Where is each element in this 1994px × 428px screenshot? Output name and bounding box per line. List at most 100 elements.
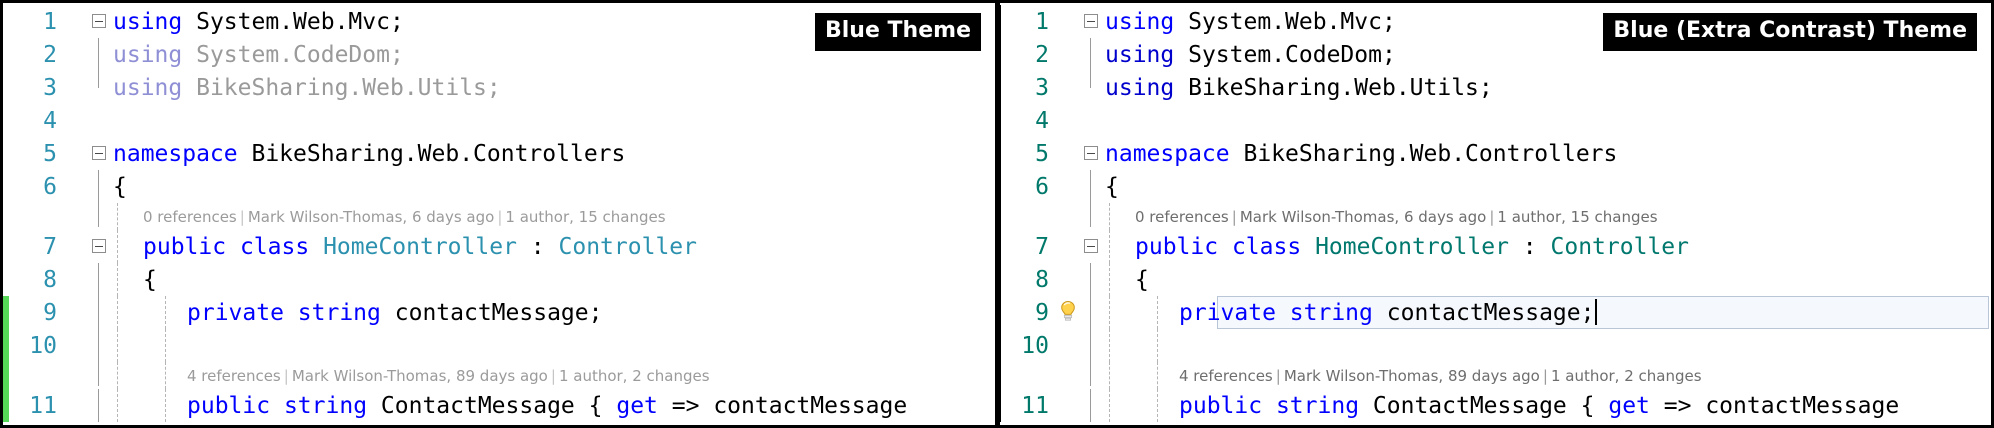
codelens-content[interactable]: 4 references|Mark Wilson-Thomas, 89 days… [113, 362, 995, 389]
glyph-margin[interactable] [63, 38, 89, 71]
code-line-8[interactable]: 8 { [995, 263, 1991, 296]
glyph-margin[interactable] [1055, 71, 1081, 104]
outlining-toggle-namespace[interactable] [1081, 137, 1105, 170]
outlining-toggle-class[interactable] [89, 230, 113, 263]
glyph-margin[interactable] [63, 137, 89, 170]
glyph-margin[interactable] [1055, 5, 1081, 38]
codelens-author[interactable]: Mark Wilson-Thomas, 6 days ago [247, 207, 495, 226]
collapse-box-icon[interactable] [1084, 239, 1098, 253]
outline-vertical-line [1090, 263, 1091, 296]
codelens-references[interactable]: 0 references [1135, 207, 1229, 226]
code-text: using System.Web.Mvc; [1105, 5, 1991, 38]
code-line-2[interactable]: 2 using System.CodeDom; [3, 38, 995, 71]
glyph-margin[interactable] [63, 296, 89, 329]
collapse-box-icon[interactable] [1084, 146, 1098, 160]
outline-vertical-line [1090, 71, 1091, 88]
structure-guide-line [117, 203, 118, 230]
lightbulb-icon[interactable] [1057, 300, 1079, 324]
codelens-row-homecontroller[interactable]: 0 references|Mark Wilson-Thomas, 6 days … [3, 200, 995, 230]
outlining-toggle-usings[interactable] [89, 5, 113, 38]
codelens-row-contactmessage[interactable]: 4 references|Mark Wilson-Thomas, 89 days… [995, 359, 1991, 389]
outlining-toggle-namespace[interactable] [89, 137, 113, 170]
glyph-margin[interactable] [1055, 389, 1081, 422]
token-keyword-private: private [1179, 300, 1276, 326]
code-line-3[interactable]: 3 using BikeSharing.Web.Utils; [995, 71, 1991, 104]
codelens-author[interactable]: Mark Wilson-Thomas, 89 days ago [1283, 366, 1540, 385]
code-line-3[interactable]: 3 using BikeSharing.Web.Utils; [3, 71, 995, 104]
code-line-11[interactable]: 11 public string ContactMessage { get =>… [995, 389, 1991, 422]
glyph-margin[interactable] [63, 170, 89, 203]
codelens-references[interactable]: 0 references [143, 207, 237, 226]
glyph-margin[interactable] [1055, 137, 1081, 170]
glyph-margin[interactable] [1055, 263, 1081, 296]
collapse-box-icon[interactable] [92, 146, 106, 160]
token-colon: : [1522, 233, 1537, 260]
glyph-margin[interactable] [63, 389, 89, 422]
glyph-margin[interactable] [63, 230, 89, 263]
code-line-6[interactable]: 6 { [3, 170, 995, 203]
line-number: 3 [1035, 74, 1049, 101]
code-line-4[interactable]: 4 [995, 104, 1991, 137]
outlining-toggle-usings[interactable] [1081, 5, 1105, 38]
code-line-1[interactable]: 1 using System.Web.Mvc; [3, 5, 995, 38]
code-line-7[interactable]: 7 public class HomeController : Controll… [3, 230, 995, 263]
glyph-margin[interactable] [63, 104, 89, 137]
collapse-box-icon[interactable] [92, 239, 106, 253]
codelens-references[interactable]: 4 references [1179, 366, 1273, 385]
outlining-toggle-class[interactable] [1081, 230, 1105, 263]
code-line-8[interactable]: 8 { [3, 263, 995, 296]
token-keyword-public: public [143, 233, 227, 260]
code-editor-blue[interactable]: 1 using System.Web.Mvc; 2 using System.C… [3, 3, 995, 425]
codelens-content[interactable]: 4 references|Mark Wilson-Thomas, 89 days… [1105, 362, 1991, 389]
codelens-author[interactable]: Mark Wilson-Thomas, 89 days ago [291, 366, 548, 385]
codelens-changes[interactable]: 1 author, 2 changes [1550, 366, 1702, 385]
token-brace: { [588, 392, 603, 419]
glyph-margin[interactable] [1055, 104, 1081, 137]
codelens-separator: | [1275, 366, 1281, 385]
outlining-guide [1081, 104, 1105, 137]
outlining-guide [89, 389, 113, 422]
code-line-4[interactable]: 4 [3, 104, 995, 137]
code-line-11[interactable]: 11 public string ContactMessage { get =>… [3, 389, 995, 422]
code-line-5[interactable]: 5 namespace BikeSharing.Web.Controllers [3, 137, 995, 170]
glyph-margin[interactable] [63, 263, 89, 296]
code-text: private string contactMessage; [113, 296, 995, 329]
line-number: 10 [29, 332, 57, 359]
collapse-box-icon[interactable] [1084, 14, 1098, 28]
glyph-margin[interactable] [1055, 38, 1081, 71]
glyph-margin[interactable] [63, 5, 89, 38]
code-line-7[interactable]: 7 public class HomeController : Controll… [995, 230, 1991, 263]
collapse-box-icon[interactable] [92, 14, 106, 28]
code-line-10[interactable]: 10 [3, 329, 995, 362]
codelens-references[interactable]: 4 references [187, 366, 281, 385]
codelens-row-homecontroller[interactable]: 0 references|Mark Wilson-Thomas, 6 days … [995, 200, 1991, 230]
glyph-margin[interactable] [1055, 296, 1081, 329]
codelens-content[interactable]: 0 references|Mark Wilson-Thomas, 6 days … [1105, 203, 1991, 230]
code-line-6[interactable]: 6 { [995, 170, 1991, 203]
code-line-1[interactable]: 1 using System.Web.Mvc; [995, 5, 1991, 38]
code-editor-extra-contrast[interactable]: 1 using System.Web.Mvc; 2 using System.C… [995, 3, 1991, 425]
code-line-10[interactable]: 10 [995, 329, 1991, 362]
glyph-margin[interactable] [63, 71, 89, 104]
token-namespace-ref-dimmed: BikeSharing.Web.Utils; [196, 74, 501, 101]
glyph-margin[interactable] [1055, 230, 1081, 263]
codelens-changes[interactable]: 1 author, 15 changes [1497, 207, 1658, 226]
token-brace: { [113, 173, 127, 200]
outlining-guide [89, 71, 113, 104]
token-type-homecontroller: HomeController [1315, 233, 1509, 260]
code-line-5[interactable]: 5 namespace BikeSharing.Web.Controllers [995, 137, 1991, 170]
outline-vertical-line [1090, 296, 1091, 329]
codelens-author[interactable]: Mark Wilson-Thomas, 6 days ago [1239, 207, 1487, 226]
codelens-changes[interactable]: 1 author, 2 changes [558, 366, 710, 385]
codelens-changes[interactable]: 1 author, 15 changes [505, 207, 666, 226]
codelens-content[interactable]: 0 references|Mark Wilson-Thomas, 6 days … [113, 203, 995, 230]
glyph-margin[interactable] [1055, 170, 1081, 203]
outline-vertical-line [98, 200, 99, 227]
codelens-row-contactmessage[interactable]: 4 references|Mark Wilson-Thomas, 89 days… [3, 359, 995, 389]
outline-vertical-line [1090, 38, 1091, 71]
glyph-margin[interactable] [63, 329, 89, 362]
glyph-margin[interactable] [1055, 329, 1081, 362]
code-line-9[interactable]: 9 private string contactMessage; [3, 296, 995, 329]
code-line-9-current[interactable]: 9 private string contactMes [995, 296, 1991, 329]
structure-guide-line [117, 263, 118, 296]
